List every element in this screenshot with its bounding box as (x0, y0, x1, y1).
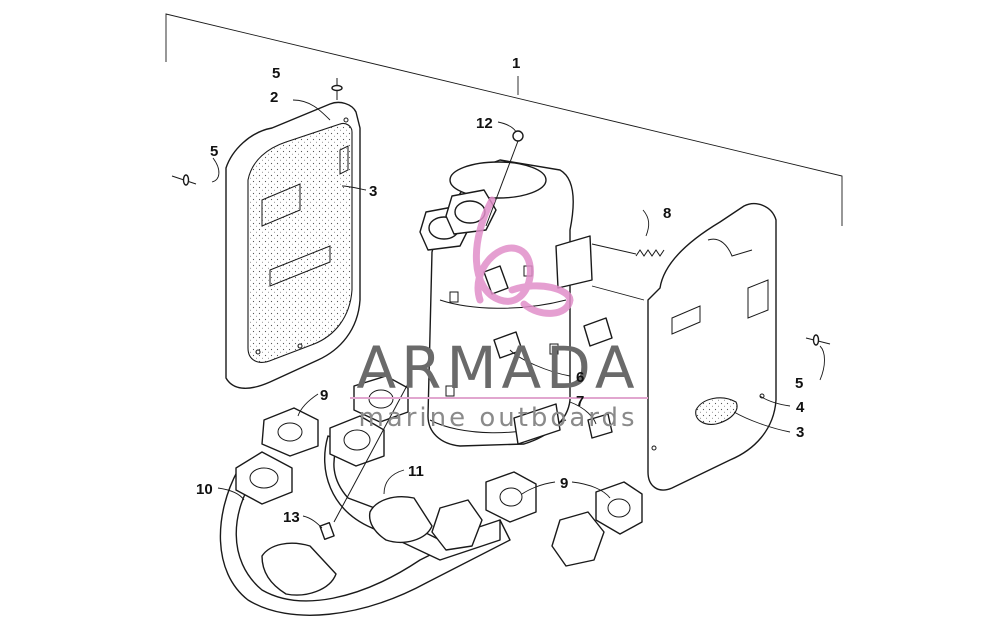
callout-12: 12 (476, 115, 493, 132)
watermark: ARMADA marine outboards (350, 196, 648, 433)
exhaust-spring (591, 243, 665, 257)
right-heat-shield (647, 202, 777, 491)
left-heat-shield (225, 101, 361, 389)
callout-13: 13 (283, 509, 300, 526)
watermark-title: ARMADA (356, 334, 639, 402)
fasteners (171, 78, 831, 540)
callout-9-left: 9 (320, 387, 328, 404)
callout-10: 10 (196, 481, 213, 498)
callout-11: 11 (408, 463, 424, 480)
callout-5-left: 5 (210, 143, 218, 160)
callout-1: 1 (512, 55, 520, 72)
callout-labels: 1 2 3 3 4 5 5 5 6 7 8 9 9 10 11 12 13 (196, 55, 805, 526)
callout-3-left: 3 (369, 183, 377, 200)
watermark-subtitle: marine outboards (358, 403, 637, 433)
callout-3-right: 3 (796, 424, 804, 441)
assembly-bracket (165, 13, 843, 226)
callout-2: 2 (270, 89, 278, 106)
exhaust-pipe-10 (219, 451, 605, 616)
callout-5-top: 5 (272, 65, 280, 82)
watermark-logo-icon (473, 196, 574, 317)
callout-leaders (211, 99, 825, 529)
callout-4: 4 (796, 399, 805, 416)
callout-8: 8 (663, 205, 671, 222)
callout-9-right: 9 (560, 475, 568, 492)
callout-7: 7 (576, 393, 584, 410)
callout-5-right: 5 (795, 375, 803, 392)
callout-6: 6 (576, 369, 584, 386)
